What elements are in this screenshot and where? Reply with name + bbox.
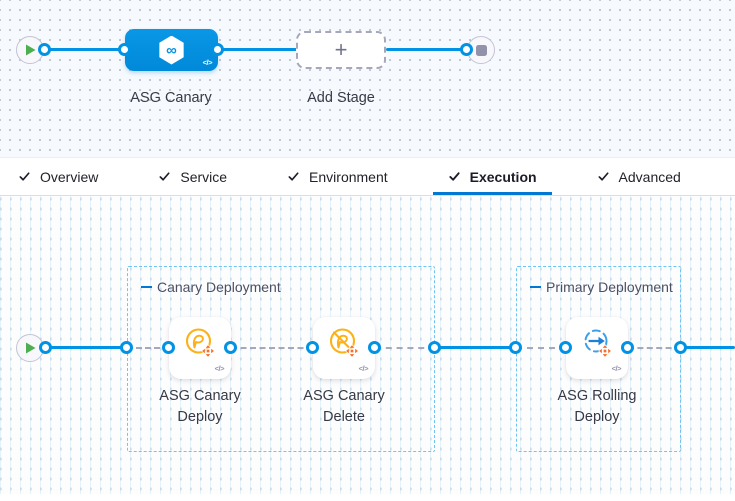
add-stage-button[interactable]: + [296,31,386,69]
tab-label: Advanced [618,168,681,185]
stage-label: ASG Canary [130,90,212,106]
tab-label: Service [180,168,228,185]
check-icon [158,170,171,183]
asg-canary-deploy-icon [185,328,215,358]
step-in-port[interactable] [306,341,319,354]
step-asg-rolling-deploy[interactable]: </> [566,317,628,379]
end-node-in-port[interactable] [460,43,473,56]
dashed-wire [375,347,435,349]
play-icon [25,44,35,56]
step-group-primary-deployment[interactable]: Primary Deployment [516,266,681,452]
wire [218,48,297,51]
step-in-port[interactable] [559,341,572,354]
step-group-header[interactable]: Canary Deployment [141,279,281,295]
group-border-port[interactable] [674,341,687,354]
step-group-title: Canary Deployment [157,279,281,295]
step-group-canary-deployment[interactable]: Canary Deployment [127,266,435,452]
asg-rolling-deploy-icon [584,329,612,358]
step-asg-canary-delete[interactable]: </> [313,317,375,379]
tab-advanced[interactable]: Advanced [582,158,696,195]
step-group-header[interactable]: Primary Deployment [530,279,673,295]
wire [44,48,126,51]
tab-service[interactable]: Service [143,158,242,195]
dashed-wire [127,347,169,349]
check-icon [287,170,300,183]
step-out-port[interactable] [621,341,634,354]
cd-stage-icon: ∞ [159,35,184,65]
wire [435,346,516,349]
group-border-port[interactable] [120,341,133,354]
yaml-code-icon[interactable]: </> [611,364,622,373]
yaml-code-icon[interactable]: </> [358,364,369,373]
execution-start-node[interactable] [16,334,44,362]
step-in-port[interactable] [162,341,175,354]
check-icon [18,170,31,183]
wire [45,346,127,349]
dashed-wire [628,347,681,349]
stage-out-port[interactable] [211,43,224,56]
step-label: ASG Canary Deploy [159,388,241,425]
start-node-out-port[interactable] [38,43,51,56]
stop-icon [475,44,487,56]
dashed-wire [516,347,566,349]
yaml-code-icon[interactable]: </> [202,58,213,67]
wire [681,346,735,349]
plus-icon: + [334,37,348,62]
step-label: ASG Canary Delete [303,388,385,425]
step-asg-canary-deploy[interactable]: </> [169,317,231,379]
scrollbar-gutter [0,494,735,501]
tab-label: Overview [40,168,99,185]
execution-graph-canvas[interactable]: Canary Deployment </> ASG Canary Deploy [0,196,735,501]
asg-canary-delete-icon [329,328,359,358]
play-icon [25,342,35,354]
check-icon [448,170,461,183]
tab-environment[interactable]: Environment [272,158,403,195]
collapse-dash-icon [530,286,541,288]
tab-label: Execution [469,168,537,185]
start-node-out-port[interactable] [39,341,52,354]
stage-node-asg-canary[interactable]: ∞ </> [125,29,218,71]
stage-in-port[interactable] [118,43,131,56]
step-out-port[interactable] [224,341,237,354]
tab-label: Environment [309,168,388,185]
tab-execution[interactable]: Execution [432,158,552,195]
group-border-port[interactable] [428,341,441,354]
add-stage-label: Add Stage [307,90,375,106]
collapse-dash-icon [141,286,152,288]
stage-config-tabs: Overview Service Environment Execution [0,157,735,196]
stage-graph-canvas[interactable]: ∞ </> ASG Canary + Add Stage [0,0,735,157]
active-tab-underline [432,192,552,195]
group-border-port[interactable] [509,341,522,354]
tab-overview[interactable]: Overview [3,158,113,195]
dashed-wire [231,347,313,349]
step-label: ASG Rolling Deploy [557,388,637,425]
yaml-code-icon[interactable]: </> [214,364,225,373]
step-group-title: Primary Deployment [546,279,673,295]
check-icon [597,170,610,183]
wire [386,48,468,51]
step-out-port[interactable] [368,341,381,354]
